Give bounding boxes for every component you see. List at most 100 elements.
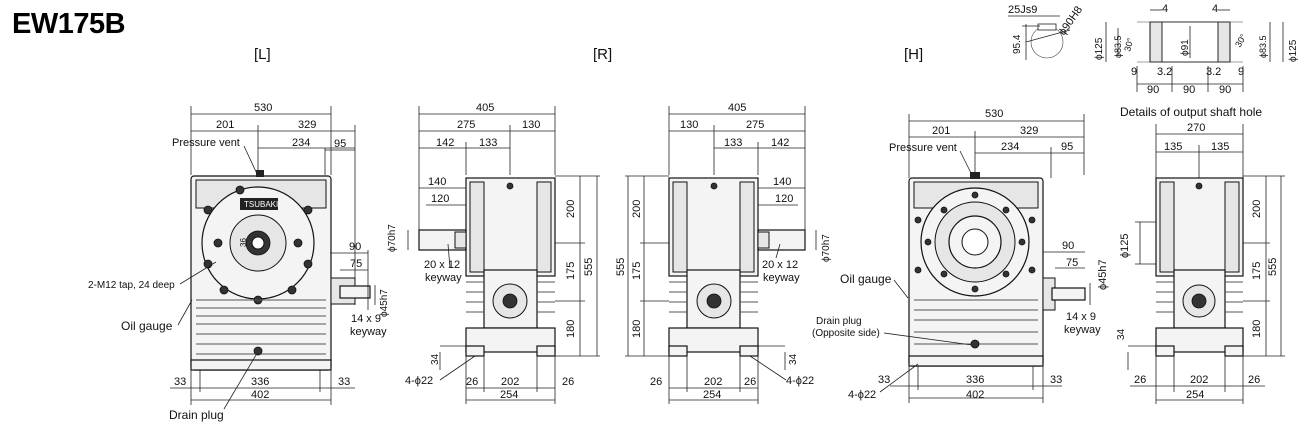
callout-drain-plug-h: Drain plug bbox=[816, 316, 862, 327]
dim-9a: 9 bbox=[1131, 66, 1137, 78]
dim-rb-130: 130 bbox=[680, 119, 698, 131]
dim-d-180: 180 bbox=[1251, 320, 1263, 338]
dim-d-254: 254 bbox=[1186, 389, 1204, 401]
keyway-h-size: 14 x 9 bbox=[1066, 311, 1096, 323]
dim-l-95: 95 bbox=[334, 138, 346, 150]
dim-h-45h7: ϕ45h7 bbox=[1097, 259, 1109, 290]
dim-h-329: 329 bbox=[1020, 125, 1038, 137]
dim-ra-405: 405 bbox=[476, 102, 494, 114]
callout-oil-gauge-l: Oil gauge bbox=[121, 319, 173, 333]
nameplate-l: TSUBAKI bbox=[244, 200, 278, 209]
dim-rb-275: 275 bbox=[746, 119, 764, 131]
dim-rb-142: 142 bbox=[771, 137, 789, 149]
holes-h: 4-ϕ22 bbox=[848, 389, 876, 401]
dim-l-75: 75 bbox=[350, 258, 362, 270]
view-detail-side: Details of output shaft hole 270 135 135 bbox=[1116, 105, 1285, 404]
dim-h-530: 530 bbox=[985, 108, 1003, 120]
dim-l-33a: 33 bbox=[174, 376, 186, 388]
dim-ra-175: 175 bbox=[565, 262, 577, 280]
holes-ra: 4-ϕ22 bbox=[405, 375, 433, 387]
dim-d-125: ϕ125 bbox=[1119, 233, 1131, 258]
callout-oil-gauge-h: Oil gauge bbox=[840, 272, 892, 286]
dim-30deg-b: 30° bbox=[1233, 32, 1249, 49]
view-label-h: [H] bbox=[904, 46, 923, 63]
dim-3-2a: 3.2 bbox=[1157, 66, 1172, 78]
dim-d-26a: 26 bbox=[1134, 374, 1146, 386]
dim-91: ϕ91 bbox=[1180, 39, 1191, 56]
dim-rb-26b: 26 bbox=[744, 376, 756, 388]
dim-d-200: 200 bbox=[1251, 200, 1263, 218]
view-label-l: [L] bbox=[254, 46, 271, 63]
dim-rb-34: 34 bbox=[788, 353, 799, 365]
dim-125a: ϕ125 bbox=[1094, 37, 1105, 60]
dim-rb-133: 133 bbox=[724, 137, 742, 149]
dim-l-402: 402 bbox=[251, 389, 269, 401]
dim-l-45h7: ϕ45h7 bbox=[379, 289, 390, 317]
dim-ra-180: 180 bbox=[565, 320, 577, 338]
view-l: [L] 530 201 329 234 95 Pressure vent TSU… bbox=[88, 46, 390, 422]
dim-83-5a: ϕ83.5 bbox=[1113, 35, 1123, 58]
dim-ra-275: 275 bbox=[457, 119, 475, 131]
dim-4a: 4 bbox=[1162, 3, 1168, 15]
dim-90h8: ϕ90H8 bbox=[1057, 4, 1085, 37]
dim-l-36: 36 bbox=[239, 238, 248, 247]
dim-h-33a: 33 bbox=[878, 374, 890, 386]
dim-rb-202: 202 bbox=[704, 376, 722, 388]
dim-d-202: 202 bbox=[1190, 374, 1208, 386]
dim-h-402: 402 bbox=[966, 389, 984, 401]
dim-125b: ϕ125 bbox=[1288, 39, 1299, 62]
dim-rb-140: 140 bbox=[773, 176, 791, 188]
dim-l-336: 336 bbox=[251, 376, 269, 388]
dim-3-2b: 3.2 bbox=[1206, 66, 1221, 78]
dim-rb-200: 200 bbox=[631, 200, 643, 218]
dim-rb-405: 405 bbox=[728, 102, 746, 114]
model-title: EW175B bbox=[12, 8, 126, 40]
dim-d-135b: 135 bbox=[1211, 141, 1229, 153]
dim-l-234: 234 bbox=[292, 137, 310, 149]
dim-rb-26a: 26 bbox=[650, 376, 662, 388]
callout-tap: 2-M12 tap, 24 deep bbox=[88, 280, 175, 291]
dim-ra-70h7: ϕ70h7 bbox=[387, 224, 398, 252]
dim-rb-254: 254 bbox=[703, 389, 721, 401]
dim-d-135a: 135 bbox=[1164, 141, 1182, 153]
dim-ra-254: 254 bbox=[500, 389, 518, 401]
dim-90-a: 90 bbox=[1147, 84, 1159, 96]
view-r-side-a: [R] 405 275 130 142 133 bbox=[387, 46, 612, 404]
dim-ra-26a: 26 bbox=[466, 376, 478, 388]
dim-h-95: 95 bbox=[1061, 141, 1073, 153]
dim-h-33b: 33 bbox=[1050, 374, 1062, 386]
dim-ra-130: 130 bbox=[522, 119, 540, 131]
dim-rb-555: 555 bbox=[615, 258, 627, 276]
dim-ra-142: 142 bbox=[436, 137, 454, 149]
dim-l-530: 530 bbox=[254, 102, 272, 114]
view-label-r: [R] bbox=[593, 46, 612, 63]
dim-rb-120: 120 bbox=[775, 193, 793, 205]
keyway-ra-size: 20 x 12 bbox=[424, 259, 460, 271]
dim-d-175: 175 bbox=[1251, 262, 1263, 280]
dim-rb-70h7: ϕ70h7 bbox=[821, 234, 832, 262]
keyway-h-word: keyway bbox=[1064, 324, 1101, 336]
dim-25js9: 25Js9 bbox=[1008, 4, 1037, 16]
holes-rb: 4-ϕ22 bbox=[786, 375, 814, 387]
shaft-hole-detail: 25Js9 ϕ90H8 95.4 4 4 ϕ125 ϕ83.5 30° ϕ91 … bbox=[1008, 3, 1299, 96]
dim-d-34: 34 bbox=[1116, 328, 1127, 340]
callout-pressure-vent-h: Pressure vent bbox=[889, 142, 957, 154]
dim-l-201: 201 bbox=[216, 119, 234, 131]
keyway-ra-word: keyway bbox=[425, 272, 462, 284]
dim-l-90: 90 bbox=[349, 241, 361, 253]
callout-opposite-side: (Opposite side) bbox=[812, 328, 880, 339]
dim-90-b: 90 bbox=[1183, 84, 1195, 96]
dim-h-90: 90 bbox=[1062, 240, 1074, 252]
view-h: [H] 530 201 329 234 95 Pressure vent bbox=[812, 46, 1109, 403]
dim-ra-133: 133 bbox=[479, 137, 497, 149]
dim-ra-26b: 26 bbox=[562, 376, 574, 388]
dim-h-201: 201 bbox=[932, 125, 950, 137]
dim-ra-140: 140 bbox=[428, 176, 446, 188]
detail-caption: Details of output shaft hole bbox=[1120, 105, 1262, 119]
dim-ra-555: 555 bbox=[583, 258, 595, 276]
dim-9b: 9 bbox=[1238, 66, 1244, 78]
dim-h-75: 75 bbox=[1066, 257, 1078, 269]
dim-rb-180: 180 bbox=[631, 320, 643, 338]
callout-drain-plug-l: Drain plug bbox=[169, 408, 224, 422]
keyway-l-size: 14 x 9 bbox=[351, 313, 381, 325]
